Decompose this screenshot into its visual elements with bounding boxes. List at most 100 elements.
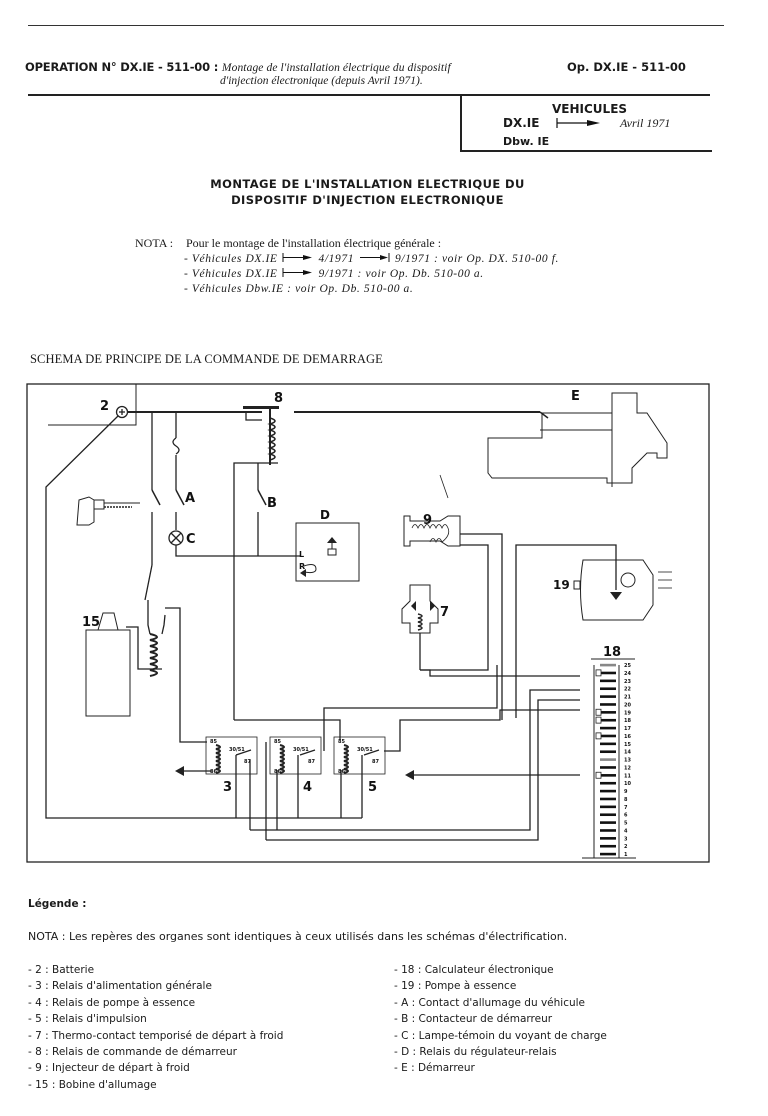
legend-item: - 8 : Relais de commande de démarreur: [28, 1046, 237, 1059]
ecu-pin-number: 24: [624, 671, 631, 677]
label-thermo-contact: 7: [440, 605, 449, 620]
legend-item: - 3 : Relais d'alimentation générale: [28, 980, 212, 993]
relay-4-box: [269, 736, 322, 775]
nota-item-ref: 9/1971 : voir Op. DX. 510-00 f.: [395, 253, 559, 265]
operation-header: OPERATION N° DX.IE - 511-00 : Montage de…: [25, 60, 451, 74]
ecu-pin: [600, 821, 616, 824]
ecu-pin-number: 3: [624, 836, 628, 842]
ecu-pin: [600, 789, 616, 793]
vehicle-model: Dbw. IE: [503, 135, 550, 148]
thermo-contact-icon: [401, 584, 439, 634]
label-starter-contact: B: [267, 496, 277, 511]
top-rule: [28, 25, 724, 26]
relay-pin-86: 86: [338, 769, 345, 775]
ecu-connector: [595, 716, 602, 724]
ground-arrow-icon: [610, 592, 622, 600]
relay-8-coil: [267, 417, 276, 461]
legend-item: - 5 : Relais d'impulsion: [28, 1013, 147, 1026]
ecu-pin-number: 20: [624, 702, 631, 708]
relay-pin-87: 87: [372, 759, 379, 765]
nota-item-date: 4/1971: [318, 253, 355, 265]
label-ignition-contact: A: [185, 491, 195, 506]
ecu-pin-number: 23: [624, 679, 631, 685]
nota-intro: Pour le montage de l'installation électr…: [186, 236, 442, 250]
nota-label: NOTA :: [135, 236, 174, 250]
vehicle-model: DX.IE: [503, 116, 540, 130]
battery-ground-wire: [45, 415, 235, 819]
legend-item: - 18 : Calculateur électronique: [394, 964, 554, 976]
ecu-pin: [600, 711, 616, 714]
ecu-pin-number: 11: [624, 773, 631, 779]
ecu-pin: [600, 837, 616, 840]
legend-nota: NOTA : Les repères des organes sont iden…: [28, 930, 568, 943]
ecu-pin: [600, 663, 616, 667]
legend-item: - 9 : Injecteur de départ à froid: [28, 1062, 190, 1075]
ecu-pin-number: 12: [624, 765, 631, 771]
ignition-coil-winding: [149, 633, 158, 677]
label-starter: E: [571, 389, 580, 404]
battery-terminal-icon: [115, 405, 129, 419]
label-relay-impulse: 5: [368, 780, 377, 795]
ecu-pin: [600, 679, 616, 683]
ecu-pin-number: 6: [624, 813, 628, 819]
label-ecu: 18: [603, 645, 621, 660]
label-reg-R: R: [299, 562, 305, 571]
operation-description-line2: d'injection électronique (depuis Avril 1…: [220, 75, 423, 87]
nota-item: - Véhicules DX.IE 9/1971 : voir Op. Db. …: [184, 267, 484, 280]
ecu-pin: [600, 766, 616, 769]
label-fuel-pump: 19: [553, 578, 570, 592]
fuel-pump-icon: [580, 559, 654, 621]
relay-pin-87: 87: [308, 759, 315, 765]
ecu-pin: [600, 829, 616, 832]
ecu-pin-number: 21: [624, 695, 631, 701]
legend-item: - B : Contacteur de démarreur: [394, 1013, 553, 1026]
relay-pin-85: 85: [210, 739, 217, 745]
starter-motor-icon: [487, 392, 668, 484]
relay-pin-85: 85: [274, 739, 281, 745]
fuse-icon: [172, 437, 180, 455]
page-title-line1: MONTAGE DE L'INSTALLATION ELECTRIQUE DU: [210, 177, 525, 191]
regulator-relay-box: [295, 522, 360, 582]
diagram-frame: [26, 383, 710, 863]
page-title-line2: DISPOSITIF D'INJECTION ELECTRONIQUE: [231, 193, 504, 207]
relay-pin-85: 85: [338, 739, 345, 745]
ecu-connector: [595, 669, 602, 677]
nota-item-ref: 9/1971 : voir Op. Db. 510-00 a.: [318, 268, 484, 280]
ecu-pin: [600, 805, 616, 809]
legend-item: - E : Démarreur: [394, 1062, 475, 1075]
ecu-pin: [600, 695, 616, 698]
legend-item: - D : Relais du régulateur-relais: [394, 1046, 557, 1059]
label-relay-main: 3: [223, 780, 232, 795]
ecu-pin: [600, 671, 616, 675]
ecu-pin-number: 9: [624, 789, 628, 795]
vehicle-date: Avril 1971: [620, 116, 671, 130]
ecu-pin: [600, 726, 616, 730]
ecu-pin: [600, 734, 616, 738]
legend-item: - 19 : Pompe à essence: [394, 980, 517, 993]
ecu-pin: [600, 750, 616, 754]
ecu-pin-number: 18: [624, 718, 631, 724]
legend-item: - 2 : Batterie: [28, 964, 95, 976]
relay-pin-86: 86: [274, 769, 281, 775]
ecu-pin: [600, 813, 616, 817]
relay-5-box: [333, 736, 386, 775]
vehicles-box: [460, 94, 712, 152]
ecu-pin-number: 25: [624, 663, 631, 669]
header-rule: [28, 94, 710, 96]
switch-A-blade: [175, 489, 185, 506]
relay-pin-87: 87: [244, 759, 251, 765]
legend-title: Légende :: [28, 898, 87, 910]
legend-list-right: - 18 : Calculateur électronique - 19 : P…: [394, 962, 607, 1077]
ecu-pin: [600, 703, 616, 706]
from-arrow-icon: [282, 253, 313, 262]
ecu-pin: [600, 687, 616, 691]
ground-arrow-icon: [405, 770, 414, 780]
ecu-pin: [600, 718, 616, 722]
ecu-pin-number: 22: [624, 687, 631, 693]
ecu-pin: [600, 852, 616, 856]
ecu-pin-number: 13: [624, 758, 631, 764]
nota-item-prefix: - Véhicules DX.IE: [184, 253, 278, 265]
ecu-pin-number: 2: [624, 844, 628, 850]
from-arrow-icon: [282, 268, 313, 277]
cold-start-injector-icon: [403, 515, 461, 547]
